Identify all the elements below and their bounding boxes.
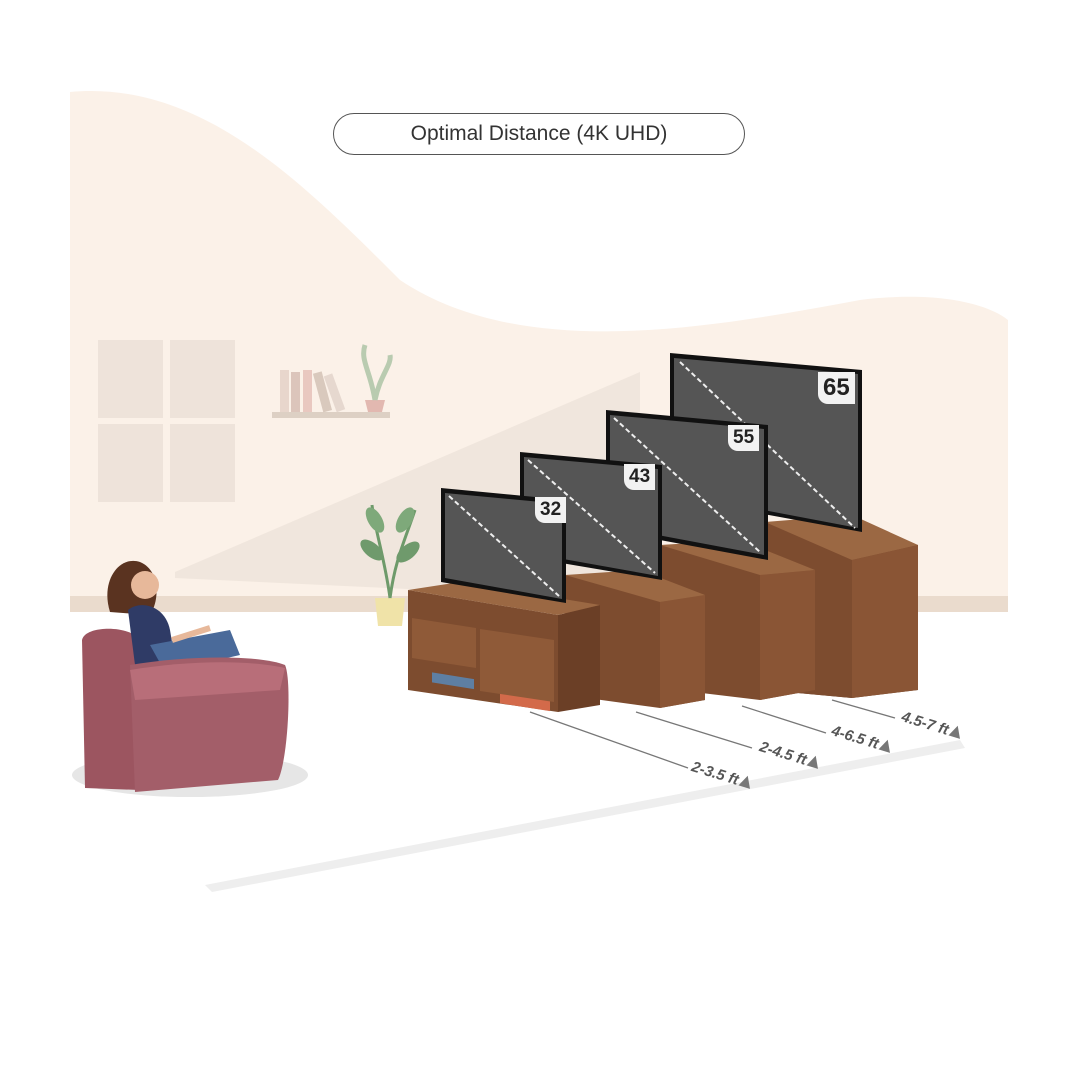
tv-size-badge-32: 32 <box>535 497 567 523</box>
title-pill: Optimal Distance (4K UHD) <box>333 113 745 155</box>
tv-unit-32 <box>408 488 600 712</box>
distance-arrows <box>529 699 896 769</box>
bookshelf <box>272 344 393 418</box>
distance-floor-path <box>205 740 965 892</box>
plant <box>360 504 420 626</box>
window <box>98 340 235 502</box>
tv-size-badge-65: 65 <box>818 372 855 404</box>
tv-size-badge-55: 55 <box>728 425 760 451</box>
tv-size-badge-43: 43 <box>624 464 656 490</box>
woman-in-armchair <box>72 560 308 797</box>
